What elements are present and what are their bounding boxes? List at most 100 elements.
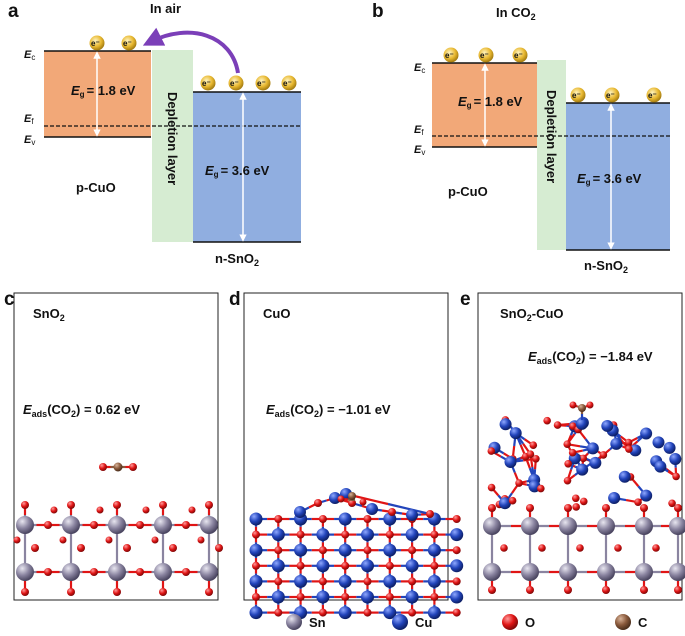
copper-atom <box>450 528 464 542</box>
copper-atom <box>271 590 285 604</box>
panel-d-eads: Eads(CO2) = −1.01 eV <box>266 402 391 419</box>
oxygen-atom <box>526 586 534 594</box>
oxygen-atom <box>274 577 283 586</box>
legend-swatch-c <box>615 614 631 630</box>
svg-text:e⁻: e⁻ <box>606 91 615 100</box>
tin-atom <box>635 563 653 581</box>
panel-a-letter: a <box>8 1 19 22</box>
oxygen-atom <box>529 441 538 450</box>
copper-atom <box>450 559 464 573</box>
oxygen-atom <box>564 586 572 594</box>
oxygen-atom <box>576 544 584 552</box>
tin-atom <box>62 563 80 581</box>
legend-swatch-sn <box>286 614 302 630</box>
panel-c-name: SnO2 <box>33 306 65 323</box>
sno2-gap-label-b: Eg= 3.6 eV <box>577 171 642 187</box>
tin-atom <box>559 563 577 581</box>
copper-atom <box>504 455 517 468</box>
oxygen-atom <box>296 593 305 601</box>
copper-atom <box>361 528 374 542</box>
legend-swatch-o <box>502 614 518 630</box>
tin-atom <box>200 563 218 581</box>
tin-atom <box>669 517 685 535</box>
copper-atom <box>405 559 419 573</box>
legend-label-o: O <box>525 615 535 630</box>
sno2-gap-label-a: Eg= 3.6 eV <box>205 163 270 179</box>
copper-atom <box>509 427 522 440</box>
oxygen-atom <box>50 506 58 514</box>
oxygen-atom <box>44 568 52 576</box>
oxygen-atom <box>21 588 29 596</box>
oxygen-atom <box>13 536 21 544</box>
oxygen-atom <box>129 463 137 471</box>
oxygen-atom <box>537 484 545 493</box>
pcuo-label-a: p-CuO <box>76 180 116 195</box>
oxygen-atom <box>337 495 345 503</box>
oxygen-atom <box>363 546 372 555</box>
carbon-atom <box>348 492 356 500</box>
copper-atom <box>316 528 330 542</box>
legend-label-cu: Cu <box>415 615 432 630</box>
svg-text:e⁻: e⁻ <box>648 91 657 100</box>
oxygen-atom <box>500 544 508 552</box>
oxygen-atom <box>452 608 461 617</box>
oxygen-atom <box>59 536 67 544</box>
oxygen-atom <box>564 504 572 512</box>
carbon-atom <box>578 404 586 412</box>
copper-atom <box>405 528 419 542</box>
oxygen-atom <box>426 510 434 518</box>
copper-atom <box>338 606 352 620</box>
depletion-label-b: Depletion layer <box>544 90 559 183</box>
electron-b-2: e⁻ <box>478 47 494 63</box>
tin-atom <box>62 516 80 534</box>
copper-atom <box>361 559 374 573</box>
oxygen-atom <box>624 438 633 447</box>
oxygen-atom <box>314 499 322 507</box>
tin-atom <box>154 563 172 581</box>
svg-text:e⁻: e⁻ <box>445 51 454 60</box>
oxygen-atom <box>90 521 98 529</box>
oxygen-atom <box>538 544 546 552</box>
oxygen-atom <box>105 536 113 544</box>
oxygen-atom <box>564 459 572 468</box>
copper-atom <box>294 506 306 518</box>
oxygen-atom <box>318 608 327 617</box>
electron-b-6: e⁻ <box>646 87 662 103</box>
tin-atom <box>597 563 615 581</box>
copper-atom <box>294 574 308 588</box>
oxygen-atom <box>385 530 394 539</box>
oxygen-atom <box>487 483 496 492</box>
copper-atom <box>499 418 512 431</box>
panel-c-letter: c <box>4 289 15 310</box>
oxygen-atom <box>488 504 496 512</box>
cuo-gap-label-a: Eg= 1.8 eV <box>71 83 136 99</box>
oxygen-atom <box>385 593 394 601</box>
oxygen-atom <box>318 546 327 555</box>
oxygen-atom <box>640 504 648 512</box>
tin-atom <box>108 563 126 581</box>
copper-atom <box>405 590 419 604</box>
oxygen-atom <box>274 546 283 555</box>
copper-atom <box>498 497 511 510</box>
oxygen-atom <box>563 476 572 485</box>
oxygen-atom <box>572 503 580 511</box>
oxygen-atom <box>568 448 577 457</box>
copper-atom <box>249 512 263 526</box>
panel-b: b In CO2 Depletion layer Ec Ef Ev Eg= 1.… <box>372 1 670 275</box>
oxygen-atom <box>77 544 85 552</box>
oxygen-atom <box>408 608 417 617</box>
oxygen-atom <box>652 544 660 552</box>
oxygen-atom <box>151 536 159 544</box>
svg-text:e⁻: e⁻ <box>257 79 266 88</box>
oxygen-atom <box>113 501 121 509</box>
tin-atom <box>16 563 34 581</box>
svg-text:e⁻: e⁻ <box>123 39 132 48</box>
oxygen-atom <box>674 504 682 512</box>
oxygen-atom <box>182 568 190 576</box>
copper-atom <box>249 574 263 588</box>
pcuo-label-b: p-CuO <box>448 184 488 199</box>
tin-atom <box>669 563 685 581</box>
panel-d-letter: d <box>229 289 241 310</box>
electron-b-5: e⁻ <box>604 87 620 103</box>
svg-text:e⁻: e⁻ <box>283 79 292 88</box>
